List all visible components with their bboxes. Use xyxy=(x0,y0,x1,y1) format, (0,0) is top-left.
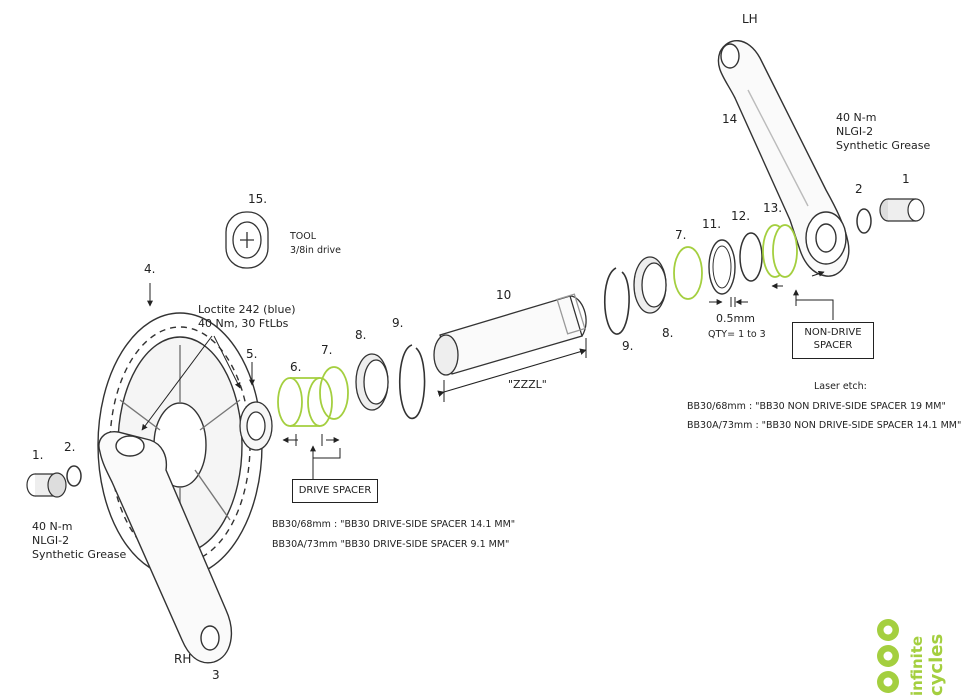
zzzl-dimension xyxy=(437,348,587,397)
circlip-9-right xyxy=(603,267,630,335)
rh-crank-arm xyxy=(98,431,233,664)
lh-label: LH xyxy=(742,12,758,26)
part-5-label: 5. xyxy=(246,347,258,361)
bearing-8-right xyxy=(633,256,667,314)
qty-label: QTY= 1 to 3 xyxy=(708,329,766,340)
part-14-label: 14 xyxy=(722,112,738,126)
wave-washer-7-left xyxy=(319,366,349,420)
bb30-nds-label: BB30/68mm : "BB30 NON DRIVE-SIDE SPACER … xyxy=(687,401,946,412)
logo-text-infinite: infinite xyxy=(908,635,926,696)
part-9-left-label: 9. xyxy=(392,316,404,330)
part-12-label: 12. xyxy=(731,209,751,223)
loctite-line2: 40 Nm, 30 FtLbs xyxy=(198,317,289,330)
torque-rh-line1: 40 N-m xyxy=(32,520,73,533)
bearing-8-left xyxy=(355,353,389,411)
part-10-label: 10 xyxy=(496,288,512,302)
part-8-right-label: 8. xyxy=(662,326,674,340)
part-2-right-label: 2 xyxy=(855,182,863,196)
torque-note-rh: 40 N-m NLGI-2 Synthetic Grease xyxy=(32,520,126,562)
torque-lh-line1: 40 N-m xyxy=(836,111,877,124)
washer-left xyxy=(66,465,82,487)
torque-lh-line2: NLGI-2 xyxy=(836,125,874,138)
non-drive-spacer-13 xyxy=(762,224,798,278)
infinite-cycles-logo: infinite cycles xyxy=(872,612,958,696)
zzzl-label: "ZZZL" xyxy=(508,378,547,391)
wave-washer-7-right xyxy=(673,246,703,300)
part-11-label: 11. xyxy=(702,217,722,231)
loctite-note: Loctite 242 (blue) 40 Nm, 30 FtLbs xyxy=(198,303,296,331)
bb30a-ds-label: BB30A/73mm "BB30 DRIVE-SIDE SPACER 9.1 M… xyxy=(272,539,510,550)
rh-label: RH xyxy=(174,652,192,666)
shim-11 xyxy=(708,239,736,295)
part-13-label: 13. xyxy=(763,201,783,215)
drive-spacer-box: DRIVE SPACER xyxy=(292,479,378,503)
part-8-left-label: 8. xyxy=(355,328,367,342)
tool-note-line2: 3/8in drive xyxy=(290,245,342,256)
bb30a-nds-label: BB30A/73mm : "BB30 NON DRIVE-SIDE SPACER… xyxy=(687,420,962,431)
torque-lh-line3: Synthetic Grease xyxy=(836,139,931,152)
tool-note-line1: TOOL xyxy=(290,231,317,242)
bb30-ds-label: BB30/68mm : "BB30 DRIVE-SIDE SPACER 14.1… xyxy=(272,519,516,530)
tool-15 xyxy=(225,211,269,269)
non-drive-spacer-line1: NON-DRIVE xyxy=(804,327,862,338)
laser-etch-label: Laser etch: xyxy=(814,381,867,392)
wave-washer-12 xyxy=(739,232,763,282)
bolt-right xyxy=(879,198,925,222)
part-9-right-label: 9. xyxy=(622,339,634,353)
loctite-line1: Loctite 242 (blue) xyxy=(198,303,296,316)
logo-text-cycles: cycles xyxy=(926,633,947,696)
torque-note-lh: 40 N-m NLGI-2 Synthetic Grease xyxy=(836,111,930,153)
lh-crank-arm xyxy=(717,40,850,277)
bolt-left xyxy=(26,472,67,498)
part-7-left-label: 7. xyxy=(321,343,333,357)
non-drive-spacer-line2: SPACER xyxy=(813,340,853,351)
spacer-width-label: 0.5mm xyxy=(716,312,755,325)
chain-link-icon xyxy=(877,619,899,693)
part-3-label: 3 xyxy=(212,668,220,682)
drive-spacer-6 xyxy=(277,377,333,427)
part-15-label: 15. xyxy=(248,192,268,206)
tool-note: TOOL 3/8in drive xyxy=(290,230,341,258)
part-4-label: 4. xyxy=(144,262,156,276)
part-6-label: 6. xyxy=(290,360,302,374)
leader-lines xyxy=(141,270,834,480)
non-drive-spacer-box: NON-DRIVE SPACER xyxy=(792,322,874,359)
circlip-9-left xyxy=(398,344,426,419)
part-1-left-label: 1. xyxy=(32,448,44,462)
torque-rh-line3: Synthetic Grease xyxy=(32,548,127,561)
washer-right xyxy=(856,208,872,234)
spindle-10 xyxy=(433,293,587,376)
part-2-left-label: 2. xyxy=(64,440,76,454)
torque-rh-line2: NLGI-2 xyxy=(32,534,70,547)
lockring-5 xyxy=(239,401,273,451)
part-7-right-label: 7. xyxy=(675,228,687,242)
part-1-right-label: 1 xyxy=(902,172,910,186)
